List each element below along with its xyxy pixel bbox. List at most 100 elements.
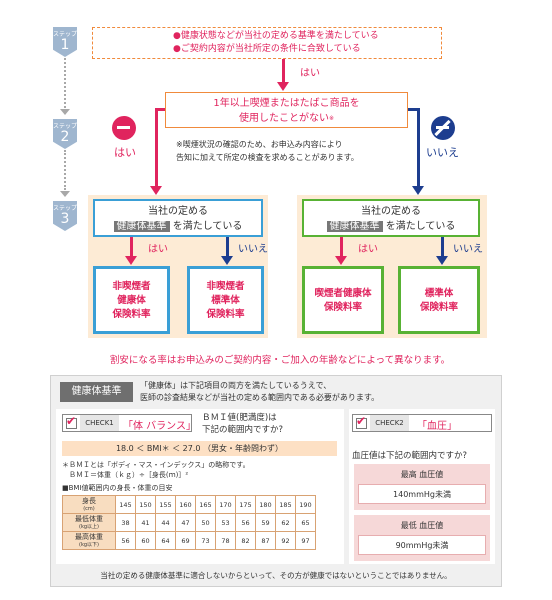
box-line2: を満たしている <box>385 221 456 232</box>
smoking-question-line2: 使用したことがない <box>238 113 329 124</box>
rate-line: 健康体 <box>117 295 146 306</box>
right-yes-line <box>340 237 343 257</box>
step-connector <box>64 150 66 190</box>
bmi-table-grid: 身長(cm) 145 150 155 160 165 170 175 180 1… <box>62 495 316 550</box>
smoke-no-line <box>417 108 420 188</box>
check1-tag: CHECK1 <box>80 415 119 431</box>
right-no-head <box>436 256 448 265</box>
check2-name: 「血圧」 <box>417 421 457 432</box>
bmi-def1: ＊ＢＭＩとは「ボディ・マス・インデックス」の略称です。 <box>62 461 250 469</box>
smoke-yes-arrow-head <box>150 186 162 195</box>
health-standard-tag: 健康体基準 <box>326 221 383 232</box>
box-line2: を満たしている <box>172 221 243 232</box>
check1-name: 「体 バランス」 <box>123 421 196 432</box>
check2-tag: CHECK2 <box>370 415 409 431</box>
rate-line: 保険料率 <box>323 302 362 313</box>
smoke-yes-branch <box>155 108 165 111</box>
table-cell: 180 <box>255 495 276 514</box>
rate-line: 保険料率 <box>419 302 458 313</box>
check1-question: ＢＭＩ値(肥満度)は 下記の範囲内ですか? <box>202 412 283 436</box>
box-line1: 当社の定める <box>361 206 421 217</box>
bp-max-label: 最高 血圧値 <box>400 470 444 479</box>
table-cell: 47 <box>175 513 196 532</box>
table-cell: 53 <box>215 513 236 532</box>
table-cell: 69 <box>175 531 196 550</box>
row-header-unit: (cm) <box>83 505 95 512</box>
smoke-no-arrow-head <box>412 186 424 195</box>
left-no-line <box>226 237 229 257</box>
rate-nonsmoker-healthy: 非喫煙者 健康体 保険料率 <box>93 266 170 334</box>
criteria-title: 健康体基準 <box>60 382 133 402</box>
cigarette-shape <box>117 126 130 129</box>
table-cell: 97 <box>295 531 316 550</box>
discount-note: 割安になる率はお申込みのご契約内容・ご加入の年齢などによって異なります。 <box>109 355 451 366</box>
health-standard-tag: 健康体基準 <box>113 221 170 232</box>
table-cell: 82 <box>235 531 256 550</box>
rate-smoker-healthy: 喫煙者健康体 保険料率 <box>302 266 384 334</box>
bp-min-label: 最低 血圧値 <box>400 521 444 530</box>
smoke-no-branch <box>408 108 420 111</box>
right-yes-label: はい <box>358 244 378 255</box>
smoke-yes-label: はい <box>114 146 136 159</box>
smoking-question-line1: 1年以上喫煙またはたばこ商品を <box>213 98 360 109</box>
yes-arrow-line <box>282 59 285 83</box>
table-cell: 38 <box>115 513 136 532</box>
table-cell: 87 <box>255 531 276 550</box>
table-cell: 190 <box>295 495 316 514</box>
condition-contract: ●ご契約内容が当社所定の条件に合致している <box>173 44 361 54</box>
check1-q-line1: ＢＭＩ値(肥満度)は <box>202 413 277 423</box>
rate-line: 保険料率 <box>112 309 151 320</box>
table-cell: 160 <box>175 495 196 514</box>
table-cell: 92 <box>275 531 296 550</box>
smoke-yes-line <box>155 108 158 188</box>
smoking-note: ※喫煙状況の確認のため、お申込み内容により 告知に加えて所定の検査を求めることが… <box>176 138 359 164</box>
criteria-desc-line2: 医師の診査結果などが当社の定める範囲内である必要があります。 <box>140 393 380 402</box>
criteria-description: 「健康体」は下記項目の両方を満たしているうえで、 医師の診査結果などが当社の定め… <box>140 380 379 404</box>
check2-question: 血圧値は下記の範囲内ですか? <box>352 451 468 461</box>
table-cell: 41 <box>135 513 156 532</box>
table-cell: 56 <box>235 513 256 532</box>
row-header-text: 最低体重 <box>75 514 103 523</box>
step1-yes-label: はい <box>300 68 320 79</box>
bp-max-panel: 最高 血圧値 140mmHg未満 <box>354 464 490 510</box>
table-cell: 64 <box>155 531 176 550</box>
nonsmoker-health-standard: 当社の定める 健康体基準 を満たしている <box>93 199 263 237</box>
table-row: 身長(cm) 145 150 155 160 165 170 175 180 1… <box>62 495 316 514</box>
table-cell: 44 <box>155 513 176 532</box>
row-header-text: 身長 <box>82 496 96 505</box>
table-row: 最低体重(kg以上) 38 41 44 47 50 53 56 59 62 65 <box>62 513 316 532</box>
table-cell: 165 <box>195 495 216 514</box>
criteria-footer: 当社の定める健康体基準に適合しないからといって、その方が健康ではないということで… <box>100 571 452 580</box>
rate-line: 標準体 <box>424 288 454 299</box>
table-cell: 150 <box>135 495 156 514</box>
bmi-table-title: ■BMI値範囲内の身長・体重の目安 <box>62 484 173 492</box>
table-cell: 73 <box>195 531 216 550</box>
box-line1: 当社の定める <box>148 206 208 217</box>
checkmark-icon <box>66 414 77 429</box>
table-cell: 60 <box>135 531 156 550</box>
smoking-note-line1: ※喫煙状況の確認のため、お申込み内容により <box>176 140 343 149</box>
rate-smoker-standard: 標準体 保険料率 <box>398 266 480 334</box>
row-header-text: 最高体重 <box>75 532 103 541</box>
table-cell: 56 <box>115 531 136 550</box>
table-cell: 145 <box>115 495 136 514</box>
rate-line: 保険料率 <box>206 309 245 320</box>
left-yes-line <box>130 237 133 257</box>
rate-line: 標準体 <box>211 295 240 306</box>
table-cell: 78 <box>215 531 236 550</box>
table-cell: 185 <box>275 495 296 514</box>
table-cell: 65 <box>295 513 316 532</box>
smoke-no-label: いいえ <box>426 146 459 159</box>
left-no-label: いいえ <box>238 244 268 255</box>
smoking-question-mark: ※ <box>328 115 335 122</box>
table-row: 最高体重(kg以下) 56 60 64 69 73 78 82 87 92 97 <box>62 531 316 550</box>
row-header-unit: (kg以下) <box>79 541 99 548</box>
rate-line: 喫煙者健康体 <box>314 288 372 299</box>
criteria-desc-line1: 「健康体」は下記項目の両方を満たしているうえで、 <box>140 381 332 390</box>
step-connector-arrow <box>60 191 70 197</box>
bp-min-panel: 最低 血圧値 90mmHg未満 <box>354 515 490 561</box>
bp-min-value: 90mmHg未満 <box>358 535 486 555</box>
bmi-range: 18.0 ＜ BMI＊ ＜ 27.0 （男女・年齢問わず） <box>62 441 337 456</box>
smoking-question: 1年以上喫煙またはたばこ商品を 使用したことがない※ <box>165 92 408 128</box>
